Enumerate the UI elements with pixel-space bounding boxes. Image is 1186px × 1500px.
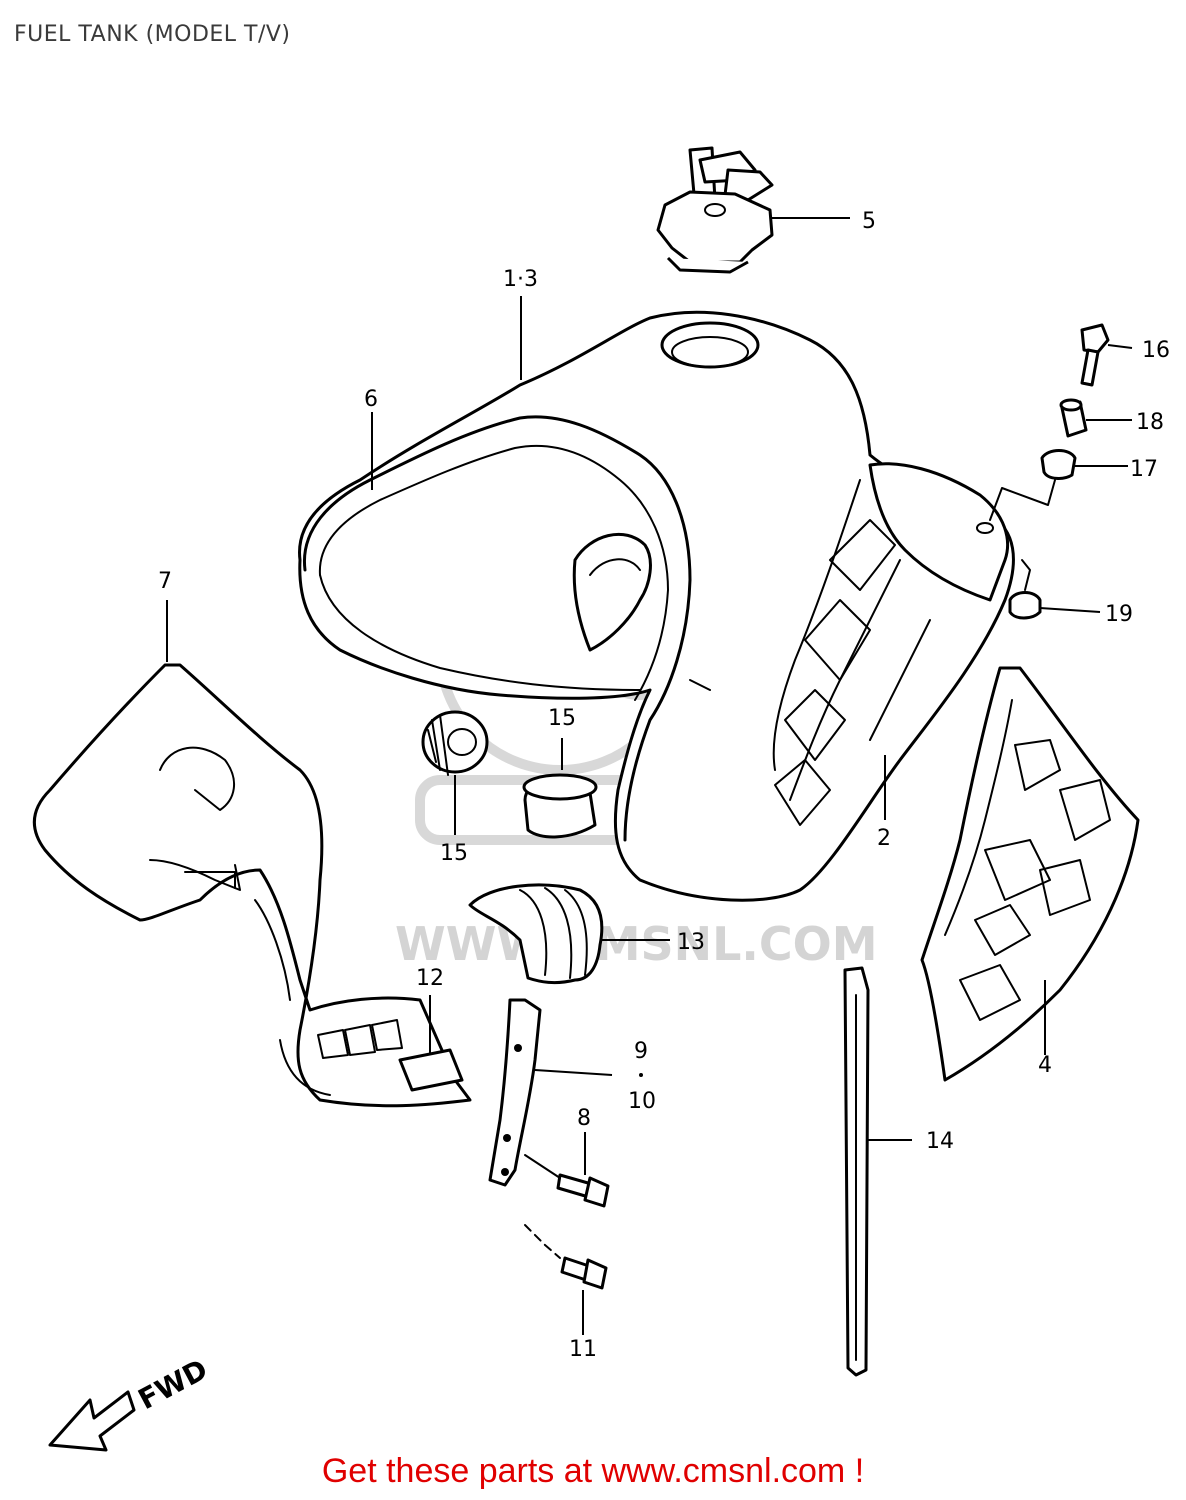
callout-19: 19 (1105, 602, 1133, 627)
callout-2: 2 (877, 826, 891, 851)
callout-9-10-dot (639, 1073, 643, 1077)
callout-7: 7 (158, 569, 172, 594)
cushion-left[interactable] (421, 710, 489, 835)
callout-14: 14 (926, 1129, 954, 1154)
cushion-pad[interactable] (468, 883, 670, 985)
callout-17: 17 (1130, 457, 1158, 482)
right-side-panel[interactable] (920, 666, 1140, 1082)
callout-8: 8 (577, 1106, 591, 1131)
page-title: FUEL TANK (MODEL T/V) (14, 22, 291, 47)
watermark-text: WWW.CMSNL.COM (395, 917, 878, 971)
tie-strap[interactable] (843, 966, 912, 1377)
callout-12: 12 (416, 966, 444, 991)
cushion-17[interactable] (989, 449, 1128, 521)
callout-1-3: 1·3 (503, 267, 538, 292)
callout-9: 9 (634, 1039, 648, 1064)
bolt-11[interactable] (524, 1224, 608, 1335)
footer-link[interactable]: Get these parts at www.cmsnl.com ! (321, 1452, 865, 1490)
fuel-tank[interactable] (298, 310, 1015, 902)
callout-16: 16 (1142, 338, 1170, 363)
callout-15-upper: 15 (548, 706, 576, 731)
left-shroud[interactable] (32, 600, 472, 1108)
tank-bracket[interactable] (488, 998, 613, 1187)
callout-4: 4 (1038, 1053, 1052, 1078)
bolt-8[interactable] (524, 1132, 610, 1208)
callout-18: 18 (1136, 410, 1164, 435)
callout-13: 13 (677, 930, 705, 955)
callout-15-lower: 15 (440, 841, 468, 866)
grommet-19[interactable] (1008, 559, 1101, 620)
fuel-cap[interactable] (656, 146, 850, 274)
callout-5: 5 (862, 209, 876, 234)
fwd-arrow-icon: FWD (48, 1353, 213, 1452)
bolt-16[interactable] (1080, 323, 1133, 387)
collar-18[interactable] (1059, 398, 1132, 438)
fwd-label: FWD (133, 1353, 213, 1417)
cushion-right[interactable] (522, 738, 598, 839)
callout-10: 10 (628, 1089, 656, 1114)
callout-11: 11 (569, 1337, 597, 1362)
callout-6: 6 (364, 387, 378, 412)
